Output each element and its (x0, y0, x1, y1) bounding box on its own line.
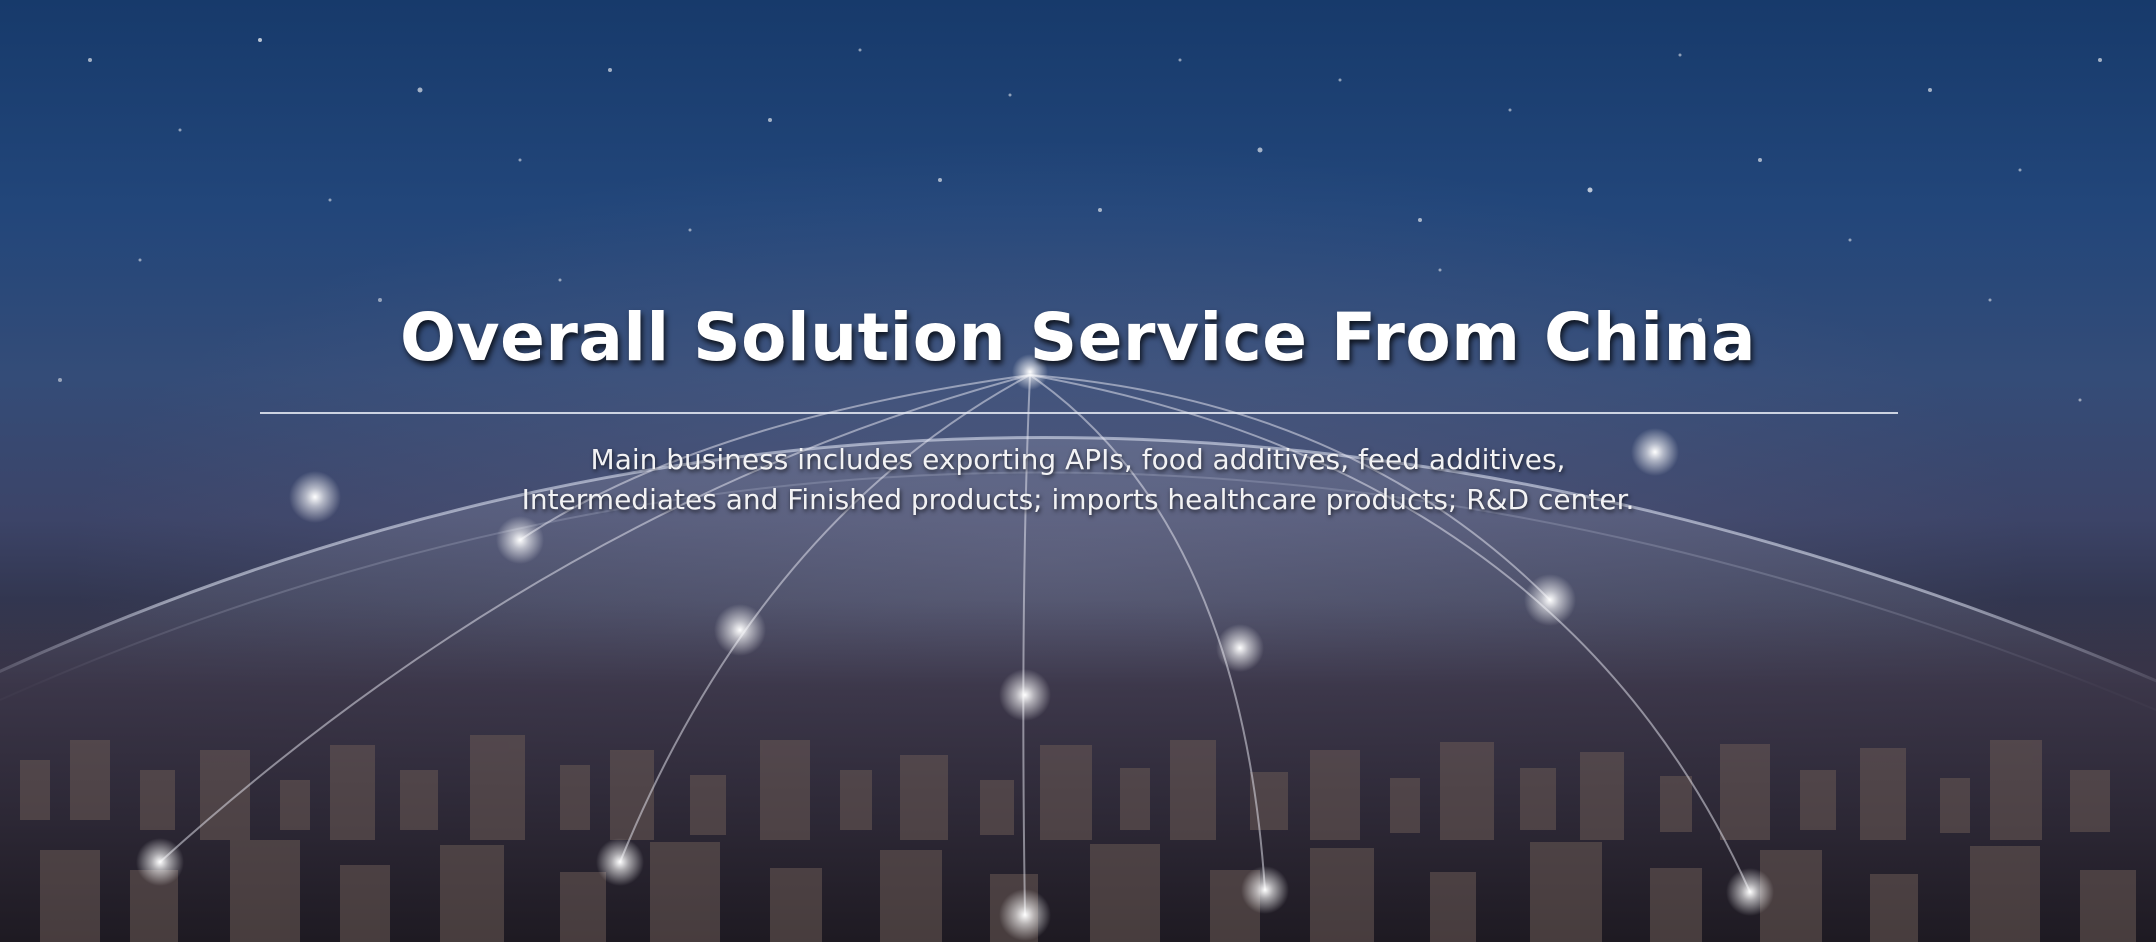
tagline-line-2: Intermediates and Finished products; imp… (521, 483, 1635, 516)
tagline-line-1: Main business includes exporting APIs, f… (590, 443, 1566, 476)
hero-title: Overall Solution Service From China (399, 299, 1757, 376)
title-divider (260, 412, 1898, 414)
hero-tagline: Main business includes exporting APIs, f… (0, 440, 2156, 520)
